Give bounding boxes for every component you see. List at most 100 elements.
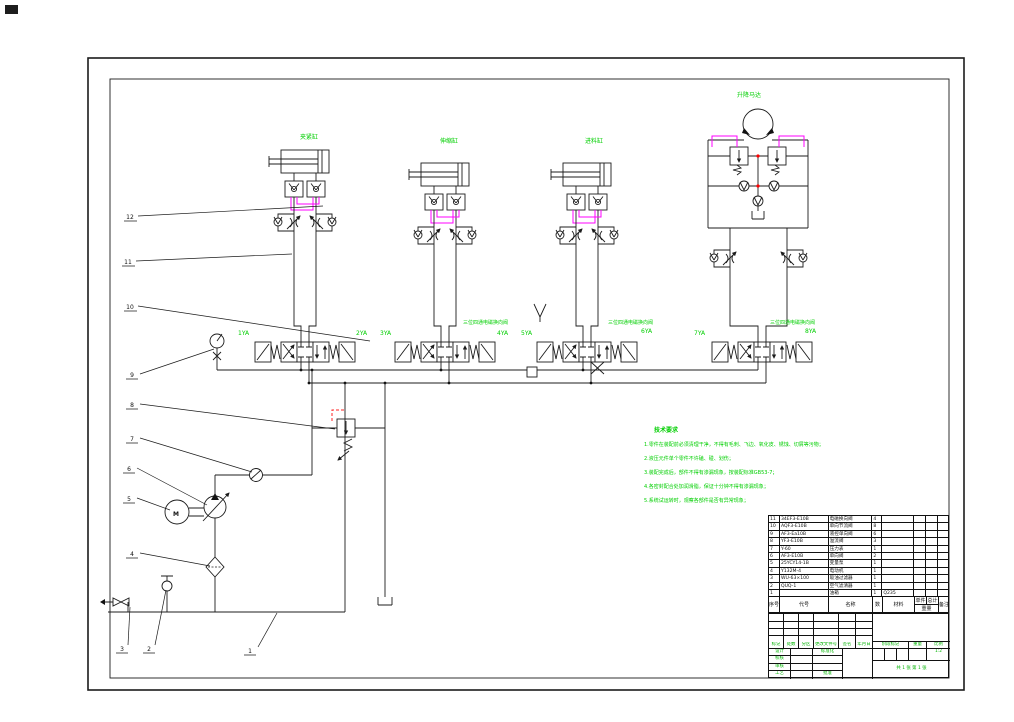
motor-label: 升降马达 xyxy=(737,91,761,99)
bom-cell: 4 xyxy=(872,516,883,524)
directional-valve-2 xyxy=(395,338,495,366)
solenoid-label: 4YA xyxy=(497,330,509,337)
bom-cell xyxy=(914,560,927,568)
bom-cell xyxy=(926,516,939,524)
tb-stage: 阶段标记 xyxy=(873,642,909,649)
solenoid-label: 5YA xyxy=(521,330,533,337)
valve-type-label: 三位四通电磁换向阀 xyxy=(770,319,815,326)
directional-valve-4 xyxy=(712,338,812,366)
cylinder-2-valve-assembly xyxy=(414,186,476,249)
valve-type-label: 三位四通电磁换向阀 xyxy=(608,319,653,326)
electric-motor xyxy=(164,499,190,525)
solenoid-labels: 1YA 2YA 3YA 4YA 5YA 6YA 7YA 8YA xyxy=(238,328,817,337)
bom-cell: AF3-Ea10B xyxy=(779,530,829,539)
bom-cell: 7 xyxy=(769,545,780,553)
note-line: 3.装配完成后，部件不得有渗漏现象，按装配标准GB53-7； xyxy=(644,469,777,476)
bom-cell: 1 xyxy=(872,567,883,576)
bom-cell: 2 xyxy=(769,582,780,590)
bom-header-cell: 备注 xyxy=(939,602,949,608)
bom-cell: Y132M-4 xyxy=(779,567,829,576)
callout: 12 xyxy=(126,214,134,221)
bom-cell: 空气滤清器 xyxy=(828,582,873,590)
callout: 5 xyxy=(127,496,131,503)
bom-cell: 单向阀 xyxy=(828,552,873,561)
bom-cell: 6 xyxy=(769,552,780,561)
drain-valve xyxy=(112,597,130,607)
bom-cell xyxy=(938,523,950,531)
bom-cell xyxy=(938,582,950,590)
bom-cell xyxy=(882,575,915,583)
bom-cell xyxy=(914,575,927,583)
tb-sign: 设计 xyxy=(769,649,791,656)
bom-header-cell: 数量 xyxy=(873,597,883,612)
bom-cell xyxy=(914,552,927,561)
bom-cell xyxy=(926,567,939,576)
notes-title: 技术要求 xyxy=(654,426,679,434)
inner-border xyxy=(109,78,950,679)
technical-notes: 技术要求 1.零件在装配前必须清理干净，不得有毛刺、飞边、氧化皮、锈蚀、切屑等污… xyxy=(644,426,824,504)
bom-cell: WU-63×100 xyxy=(779,575,829,583)
tb-standard: 标准化 xyxy=(813,649,843,656)
bom-header-cell: 单件 xyxy=(915,597,927,605)
cylinder-3-label: 进料缸 xyxy=(585,137,603,145)
pressure-gauge xyxy=(209,333,225,370)
tb-header: 分区 xyxy=(799,642,814,649)
solenoid-label: 2YA xyxy=(356,330,368,337)
bom-header-cell: 序号 xyxy=(769,597,780,612)
bom-cell: 9 xyxy=(769,530,780,539)
bom-cell: 液控单向阀 xyxy=(828,530,873,539)
bom-cell: 压力表 xyxy=(828,545,873,553)
solenoid-label: 7YA xyxy=(694,330,706,337)
bom-cell: 单向节流阀 xyxy=(828,523,873,531)
bom-cell xyxy=(882,552,915,561)
note-line: 5.系统试运转时，观察各部件是否有异常现象； xyxy=(644,497,749,504)
bom-cell: 吸油过滤器 xyxy=(828,575,873,583)
bom-cell xyxy=(882,582,915,590)
bom-cell xyxy=(938,560,950,568)
cylinder-1-valve-assembly xyxy=(274,173,336,236)
corner-artifact xyxy=(5,5,18,14)
bom-cell xyxy=(926,560,939,568)
bom-cell: 1 xyxy=(872,582,883,590)
callout: 4 xyxy=(130,551,134,558)
orifice-plate xyxy=(526,366,538,378)
relief-pilot-line xyxy=(331,409,345,421)
bom-cell xyxy=(926,582,939,590)
leader-lines xyxy=(116,205,371,656)
bom-cell: 1 xyxy=(872,545,883,553)
bom-cell xyxy=(926,523,939,531)
bom-cell: 电动机 xyxy=(828,567,873,576)
bom-cell: 1 xyxy=(872,575,883,583)
cylinder-3 xyxy=(550,162,612,187)
cylinder-2-label: 伸缩缸 xyxy=(440,137,458,145)
tb-scale-value: 1:2 xyxy=(927,649,950,661)
bom-cell xyxy=(926,552,939,561)
solenoid-label: 6YA xyxy=(641,328,653,335)
bom-cell: 34EF3-E10B xyxy=(779,516,829,524)
solenoid-label: 3YA xyxy=(380,330,392,337)
bom-cell: 11 xyxy=(769,516,780,524)
tb-header: 处数 xyxy=(784,642,799,649)
tb-header: 年月日 xyxy=(856,642,873,649)
tb-header: 签名 xyxy=(839,642,856,649)
bom-cell xyxy=(882,560,915,568)
bom-cell xyxy=(938,552,950,561)
bom-cell xyxy=(914,567,927,576)
tb-approve: 批准 xyxy=(813,671,843,679)
bom-cell: AF3-E10B xyxy=(779,552,829,561)
bom-cell xyxy=(914,545,927,553)
vent-symbol xyxy=(533,303,547,322)
bom-cell: YF3-E10B xyxy=(779,538,829,546)
bom-cell: Y-60 xyxy=(779,545,829,553)
bom-cell: 1 xyxy=(872,560,883,568)
valve-type-label: 三位四通电磁换向阀 xyxy=(463,319,508,326)
bom-cell xyxy=(882,516,915,524)
tb-sign: 工艺 xyxy=(769,671,791,679)
solenoid-label: 8YA xyxy=(805,328,817,335)
